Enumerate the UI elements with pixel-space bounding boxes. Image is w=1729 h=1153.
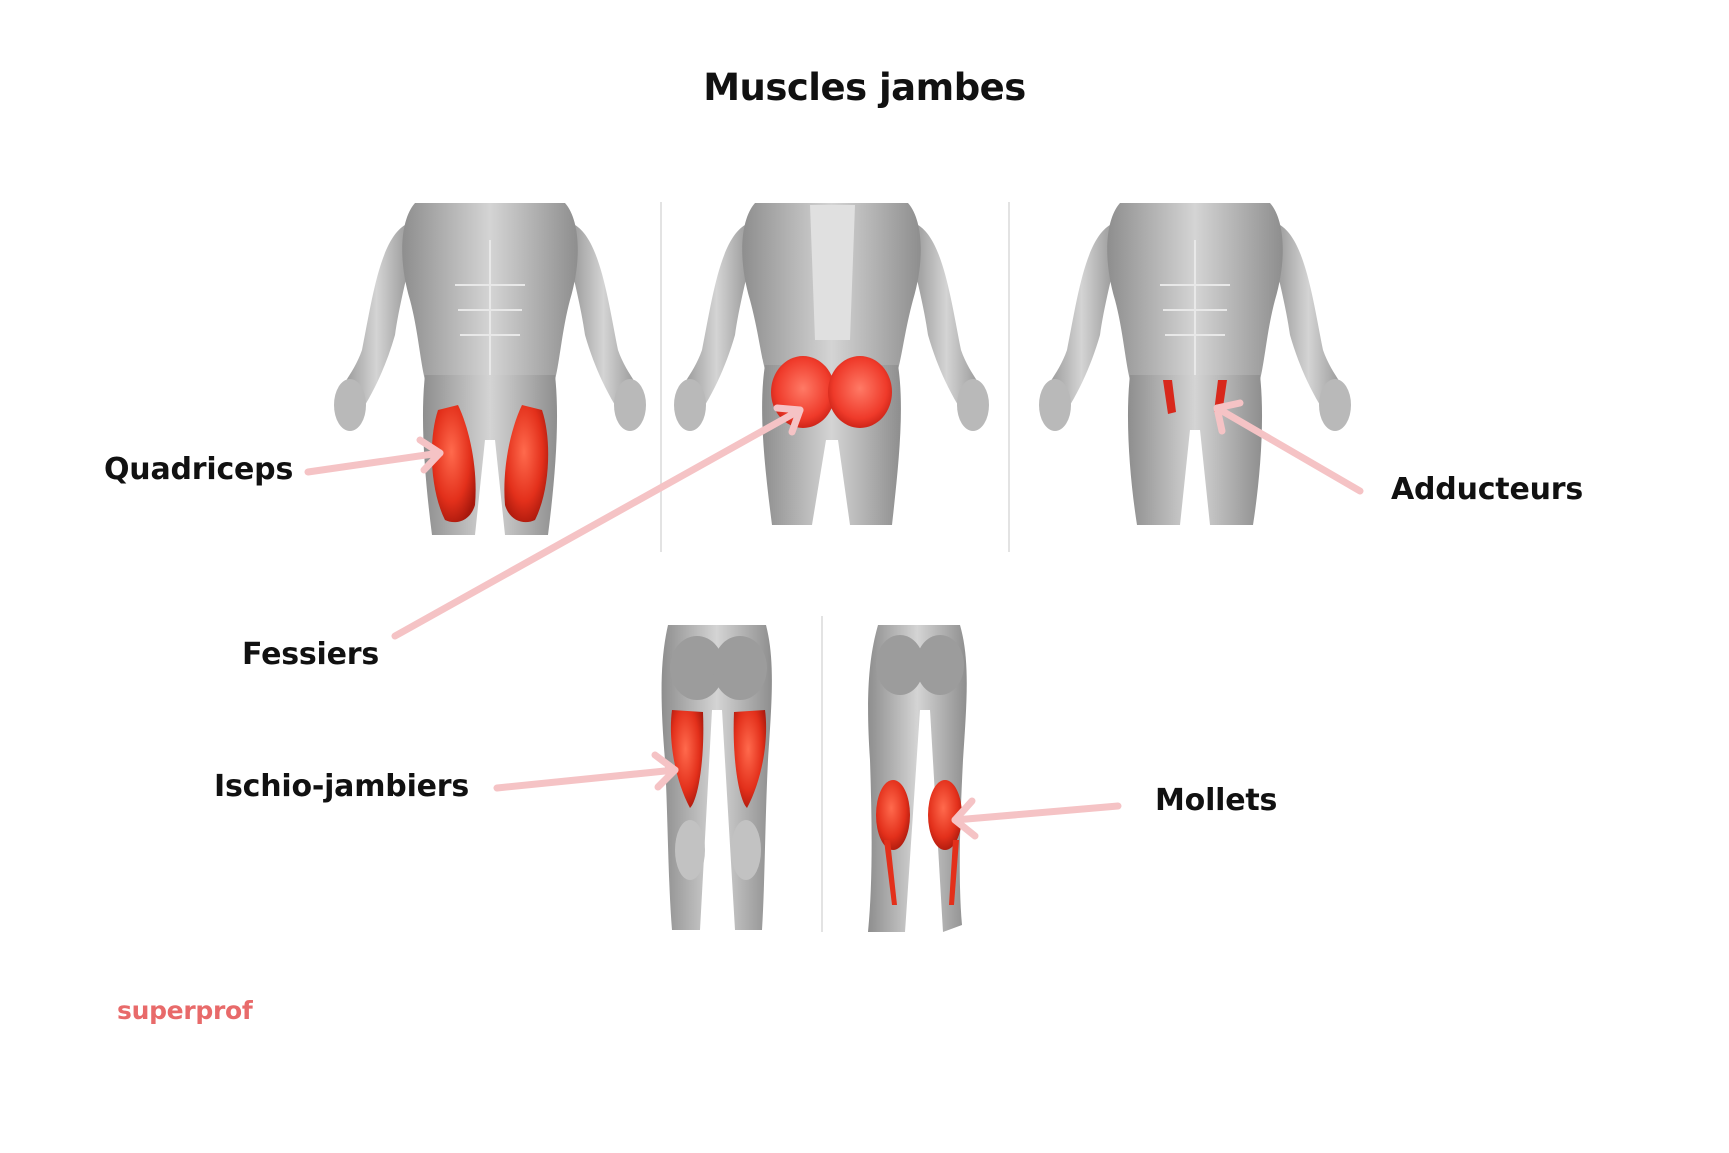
figure-back-fessiers xyxy=(674,203,989,525)
arrow-mollets xyxy=(951,797,1122,840)
figure-legs-ischio xyxy=(661,625,772,930)
arrow-quadriceps xyxy=(304,436,444,476)
label-fessiers: Fessiers xyxy=(242,637,380,672)
arrow-adducteurs xyxy=(1213,399,1364,495)
page-title: Muscles jambes xyxy=(703,66,1026,109)
label-mollets: Mollets xyxy=(1155,783,1278,818)
label-ischio-jambiers: Ischio-jambiers xyxy=(214,769,470,804)
label-quadriceps: Quadriceps xyxy=(104,452,294,487)
panel-divider xyxy=(821,616,823,932)
brand-logo: superprof xyxy=(117,996,253,1025)
arrow-fessiers xyxy=(391,404,804,640)
arrow-ischio xyxy=(493,751,679,792)
figure-front-quadriceps xyxy=(334,203,646,535)
panel-divider xyxy=(1008,202,1010,552)
panel-divider xyxy=(660,202,662,552)
figure-front-adducteurs xyxy=(1039,203,1351,525)
figure-legs-mollets xyxy=(868,625,967,932)
label-adducteurs: Adducteurs xyxy=(1391,472,1584,507)
